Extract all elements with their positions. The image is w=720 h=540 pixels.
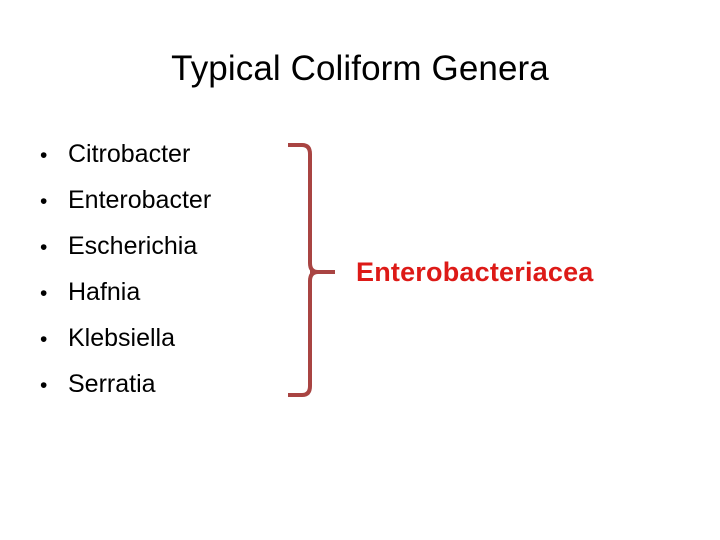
list-item: • Escherichia <box>40 223 280 269</box>
genus-name: Hafnia <box>68 278 141 306</box>
list-item: • Enterobacter <box>40 177 280 223</box>
bullet-icon: • <box>40 236 48 259</box>
genus-name: Enterobacter <box>68 186 212 214</box>
curly-brace-svg <box>288 143 335 397</box>
page-title: Typical Coliform Genera <box>171 49 549 88</box>
list-item: • Hafnia <box>40 269 280 315</box>
list-item: • Citrobacter <box>40 131 280 177</box>
curly-brace-icon <box>280 136 344 404</box>
bullet-icon: • <box>40 374 48 397</box>
list-item: • Klebsiella <box>40 315 280 361</box>
genus-name: Klebsiella <box>68 324 176 352</box>
list-item: • Serratia <box>40 361 280 407</box>
bullet-icon: • <box>40 144 48 167</box>
genus-name: Serratia <box>68 370 156 398</box>
bullet-icon: • <box>40 328 48 351</box>
bullet-icon: • <box>40 190 48 213</box>
genus-name: Escherichia <box>68 232 198 260</box>
genus-name: Citrobacter <box>68 140 191 168</box>
family-name-label: Enterobacteriacea <box>356 257 594 287</box>
genera-list: • Citrobacter • Enterobacter • Escherich… <box>40 131 280 407</box>
bullet-icon: • <box>40 282 48 305</box>
